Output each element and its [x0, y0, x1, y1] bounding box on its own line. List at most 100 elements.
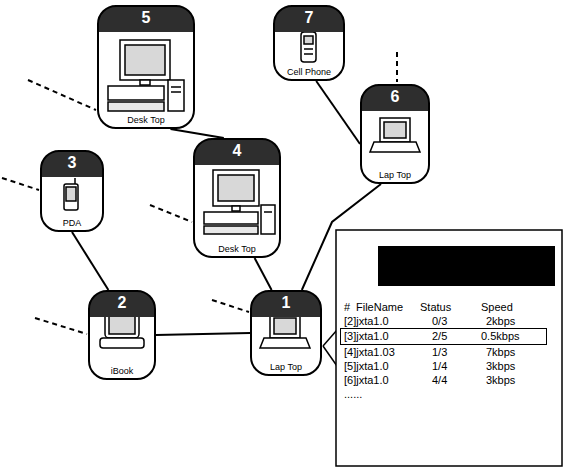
- dashed-leader: [2, 178, 39, 190]
- tower-slot: [264, 211, 272, 213]
- number-band: [194, 139, 280, 165]
- peer-number: 7: [273, 8, 345, 28]
- table-cell: [6]jxta1.0: [344, 374, 389, 387]
- capsule-outline: [89, 291, 155, 379]
- tower-icon: [168, 80, 184, 111]
- monitor-stand: [232, 206, 240, 211]
- dashed-leader: [28, 80, 96, 110]
- network-link: [316, 81, 360, 144]
- device-label: Cell Phone: [273, 67, 345, 78]
- peer-node: 6Lap Top: [360, 84, 430, 184]
- dashed-leader: [150, 205, 192, 222]
- pda-screen: [66, 187, 76, 201]
- phone-keys: [304, 48, 313, 50]
- network-link: [255, 258, 272, 290]
- table-header: FileName: [356, 301, 403, 314]
- capsule-outline: [41, 151, 103, 231]
- pda-icon: [64, 184, 78, 210]
- laptop-base: [260, 338, 310, 348]
- monitor-screen: [125, 45, 165, 75]
- dashed-leader: [35, 318, 87, 334]
- table-cell: 0/3: [432, 315, 447, 328]
- ellipsis: ......: [344, 388, 362, 401]
- table-cell: 0.5kbps: [481, 330, 520, 343]
- peer-number: 5: [97, 8, 195, 28]
- table-cell: 7kbps: [486, 346, 515, 359]
- desktop-base: [204, 212, 258, 224]
- table-header: #: [344, 301, 350, 314]
- tower-slot: [171, 86, 181, 88]
- download-panel: [336, 230, 562, 466]
- number-band: [98, 6, 194, 32]
- monitor-icon: [120, 40, 170, 80]
- ibook-base: [100, 338, 144, 348]
- peer-node: 7Cell Phone: [273, 5, 345, 81]
- table-cell: 4/4: [432, 374, 447, 387]
- network-link: [171, 129, 224, 138]
- peer-node: 3PDA: [40, 150, 104, 232]
- network-link: [156, 333, 250, 335]
- selected-row-box: [341, 329, 547, 345]
- monitor-icon: [213, 170, 259, 206]
- table-cell: [4]jxta1.03: [344, 346, 395, 359]
- phone-keys: [304, 53, 313, 55]
- number-band: [41, 151, 103, 177]
- keyboard-icon: [204, 226, 258, 234]
- monitor-screen: [218, 175, 254, 201]
- table-cell: [3]jxta1.0: [344, 330, 389, 343]
- peer-node: 5Desk Top: [97, 5, 195, 129]
- laptop-display: [384, 122, 406, 138]
- laptop-display: [274, 318, 296, 334]
- dashed-leader: [396, 52, 398, 82]
- device-label: Desk Top: [97, 115, 195, 126]
- laptop-screen: [270, 314, 300, 338]
- tower-icon: [261, 205, 275, 234]
- callout-pointer: [323, 346, 337, 366]
- number-band: [361, 85, 429, 111]
- capsule-outline: [251, 291, 321, 375]
- panel-title-bar: [378, 246, 555, 286]
- capsule-outline: [98, 6, 194, 128]
- device-label: Desk Top: [193, 244, 281, 255]
- table-header: Status: [420, 301, 451, 314]
- desktop-base: [108, 86, 164, 100]
- table-cell: 1/3: [432, 346, 447, 359]
- table-cell: 3kbps: [486, 374, 515, 387]
- peer-number: 3: [40, 153, 104, 173]
- keyboard-icon: [108, 102, 164, 111]
- capsule-outline: [274, 6, 344, 80]
- number-band: [251, 291, 321, 317]
- table-cell: [2]jxta1.0: [344, 315, 389, 328]
- capsule-outline: [361, 85, 429, 183]
- number-band: [274, 6, 344, 32]
- pda-antenna: [74, 178, 76, 184]
- laptop-screen: [380, 118, 410, 142]
- device-label: iBook: [88, 366, 156, 377]
- monitor-stand: [140, 80, 150, 85]
- peer-node: 2 iBook: [88, 290, 156, 380]
- peer-number: 1: [250, 293, 322, 313]
- laptop-base: [370, 142, 420, 152]
- phone-screen: [304, 36, 313, 44]
- number-band: [89, 291, 155, 317]
- dashed-leader: [212, 300, 249, 312]
- capsule-outline: [194, 139, 280, 257]
- device-label: PDA: [40, 218, 104, 229]
- table-cell: 2kbps: [486, 315, 515, 328]
- device-label: Lap Top: [250, 362, 322, 373]
- table-cell: 1/4: [432, 360, 447, 373]
- peer-number: 6: [360, 87, 430, 107]
- peer-node: 4Desk Top: [193, 138, 281, 258]
- peer-number: 4: [193, 141, 281, 161]
- phone-icon: [301, 32, 316, 62]
- table-cell: 3kbps: [486, 360, 515, 373]
- table-cell: 2/5: [432, 330, 447, 343]
- network-link: [72, 232, 108, 290]
- peer-number: 2: [88, 293, 156, 313]
- callout-pointer: [323, 330, 337, 346]
- table-cell: [5]jxta1.0: [344, 360, 389, 373]
- table-header: Speed: [481, 301, 513, 314]
- ibook-display: [109, 316, 135, 334]
